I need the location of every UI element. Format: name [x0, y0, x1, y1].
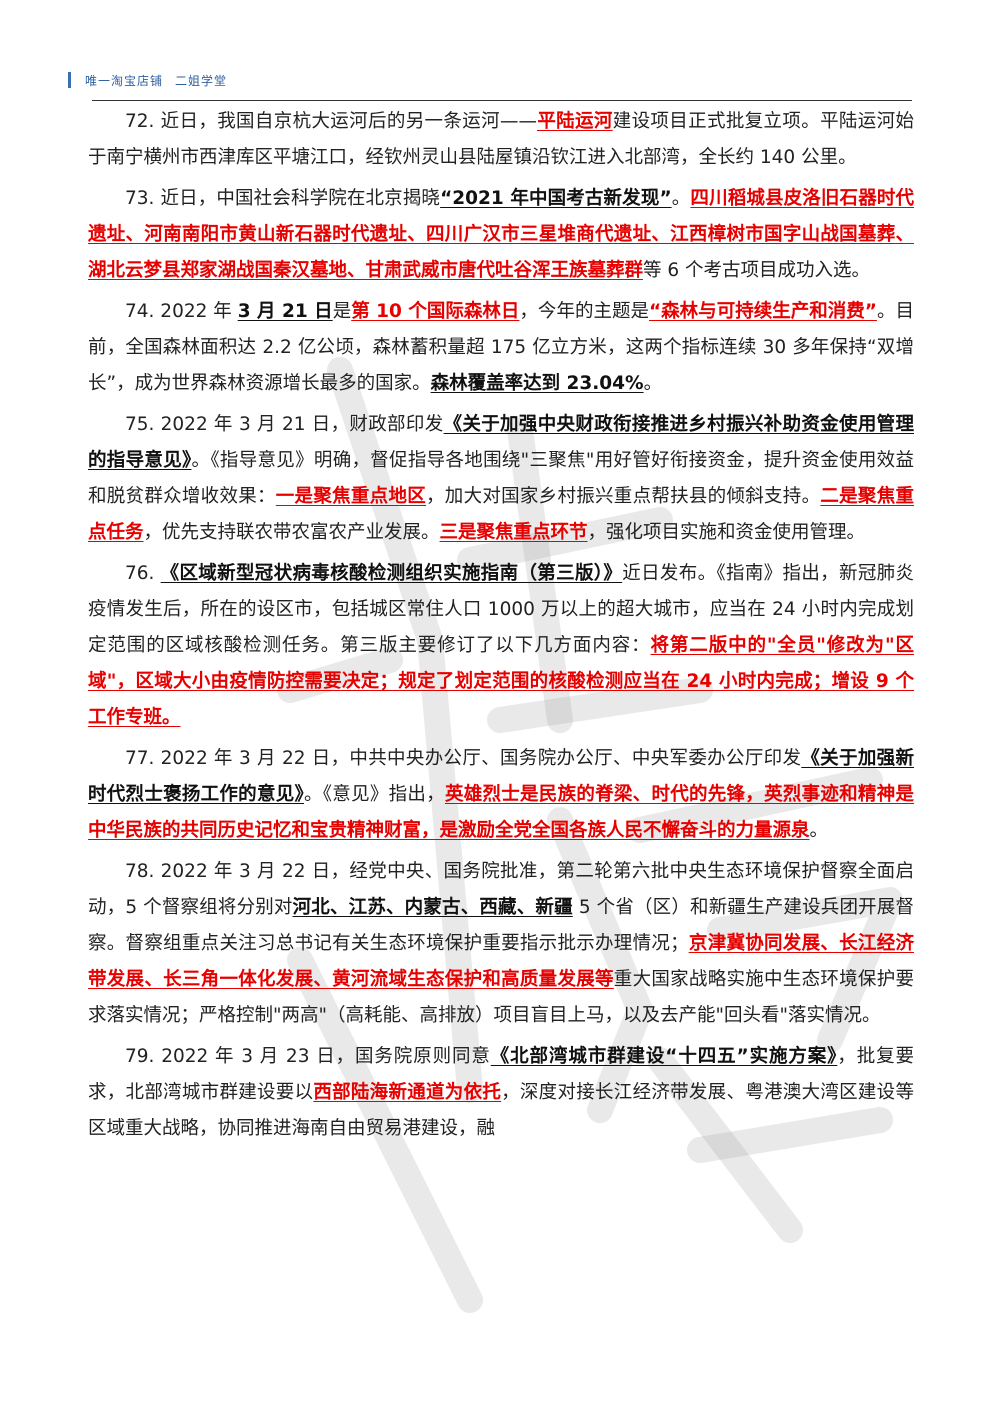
highlight-red-text: 英雄烈士是民族的脊梁、时代的先锋，英烈事迹和精神是中华民族的共同历史记忆和宝贵精…: [88, 784, 914, 841]
highlight-bold-text: 河北、江苏、内蒙古、西藏、新疆: [292, 897, 573, 918]
document-body: 72. 近日，我国自京杭大运河后的另一条运河——平陆运河建设项目正式批复立项。平…: [88, 104, 914, 1152]
highlight-red-text: 四川稻城县皮洛旧石器时代遗址、河南南阳市黄山新石器时代遗址、四川广汉市三星堆商代…: [88, 188, 914, 281]
header-divider: [92, 100, 912, 101]
body-text: 建设项目正式批复立项。平陆运河始于南宁横州市西津库区平塘江口，经钦州灵山县陆屋镇…: [88, 111, 914, 168]
body-text: 。《意见》指出，: [304, 784, 445, 805]
body-text: ，今年的主题是: [519, 301, 649, 322]
news-item-paragraph: 72. 近日，我国自京杭大运河后的另一条运河——平陆运河建设项目正式批复立项。平…: [88, 104, 914, 176]
body-text: 。目前，全国森林面积达 2.2 亿公顷，森林蓄积量超 175 亿立方米，这两个指…: [88, 301, 914, 394]
highlight-bold-text: 《区域新型冠状病毒核酸检测组织实施指南（第三版）》: [160, 563, 623, 584]
news-item-paragraph: 77. 2022 年 3 月 22 日，中共中央办公厅、国务院办公厅、中央军委办…: [88, 741, 914, 849]
header-text: 唯一淘宝店铺二姐学堂: [85, 72, 227, 89]
page-header: 唯一淘宝店铺二姐学堂: [68, 70, 227, 90]
body-text: 近日发布。《指南》指出，新冠肺炎疫情发生后，所在的设区市，包括城区常住人口 10…: [88, 563, 914, 656]
body-text: 重大国家战略实施中生态环境保护要求落实情况；严格控制"两高"（高耗能、高排放）项…: [88, 969, 914, 1026]
body-text: 77. 2022 年 3 月 22 日，中共中央办公厅、国务院办公厅、中央军委办…: [125, 748, 802, 769]
body-text: 75. 2022 年 3 月 21 日，财政部印发: [125, 414, 444, 435]
news-item-paragraph: 74. 2022 年 3 月 21 日是第 10 个国际森林日，今年的主题是“森…: [88, 294, 914, 402]
highlight-red-text: “森林与可持续生产和消费”: [649, 301, 877, 322]
body-text: 5 个省（区）和新疆生产建设兵团开展督察。督察组重点关注习总书记有关生态环境保护…: [88, 897, 914, 954]
news-item-paragraph: 76. 《区域新型冠状病毒核酸检测组织实施指南（第三版）》近日发布。《指南》指出…: [88, 556, 914, 736]
highlight-red-text: 二是聚焦重点任务: [88, 486, 914, 543]
highlight-bold-text: 森林覆盖率达到 23.04%: [430, 373, 644, 394]
body-text: 76.: [125, 563, 161, 584]
body-text: 。: [809, 820, 829, 841]
body-text: 等 6 个考古项目成功入选。: [643, 260, 871, 281]
body-text: 。: [643, 373, 663, 394]
highlight-red-text: 三是聚焦重点环节: [439, 522, 588, 543]
news-item-paragraph: 75. 2022 年 3 月 21 日，财政部印发《关于加强中央财政衔接推进乡村…: [88, 407, 914, 551]
body-text: 78. 2022 年 3 月 22 日，经党中央、国务院批准，第二轮第六批中央生…: [88, 861, 914, 918]
highlight-red-text: 第 10 个国际森林日: [351, 301, 520, 322]
highlight-bold-text: 3 月 21 日: [237, 301, 333, 322]
body-text: ，优先支持联农带农富农产业发展。: [143, 522, 440, 543]
highlight-red-text: 西部陆海新通道为依托: [313, 1082, 502, 1103]
highlight-bold-text: 《关于加强新时代烈士褒扬工作的意见》: [88, 748, 914, 805]
highlight-red-text: 一是聚焦重点地区: [275, 486, 427, 507]
body-text: 。《指导意见》明确，督促指导各地围绕"三聚焦"用好管好衔接资金，提升资金使用效益…: [88, 450, 914, 507]
header-accent-bar: [68, 72, 71, 88]
highlight-red-text: 平陆运河: [536, 111, 613, 132]
highlight-bold-text: “2021 年中国考古新发现”: [440, 188, 672, 209]
body-text: ，批复要求，北部湾城市群建设要以: [88, 1046, 914, 1103]
highlight-bold-text: 《北部湾城市群建设“十四五”实施方案》: [490, 1046, 838, 1067]
body-text: 74. 2022 年: [125, 301, 238, 322]
header-shop-name: 唯一淘宝店铺: [85, 73, 164, 88]
body-text: 是: [332, 301, 352, 322]
body-text: 79. 2022 年 3 月 23 日，国务院原则同意: [125, 1046, 491, 1067]
body-text: ，强化项目实施和资金使用管理。: [587, 522, 866, 543]
news-item-paragraph: 79. 2022 年 3 月 23 日，国务院原则同意《北部湾城市群建设“十四五…: [88, 1039, 914, 1147]
header-brand-name: 二姐学堂: [175, 73, 228, 88]
body-text: 。: [671, 188, 691, 209]
body-text: ，加大对国家乡村振兴重点帮扶县的倾斜支持。: [426, 486, 821, 507]
news-item-paragraph: 78. 2022 年 3 月 22 日，经党中央、国务院批准，第二轮第六批中央生…: [88, 854, 914, 1034]
news-item-paragraph: 73. 近日，中国社会科学院在北京揭晓“2021 年中国考古新发现”。四川稻城县…: [88, 181, 914, 289]
highlight-red-text: 京津冀协同发展、长江经济带发展、长三角一体化发展、黄河流域生态保护和高质量发展等: [88, 933, 914, 990]
body-text: ，深度对接长江经济带发展、粤港澳大湾区建设等区域重大战略，协同推进海南自由贸易港…: [88, 1082, 914, 1139]
body-text: 73. 近日，中国社会科学院在北京揭晓: [125, 188, 441, 209]
body-text: 72. 近日，我国自京杭大运河后的另一条运河——: [125, 111, 537, 132]
highlight-bold-text: 《关于加强中央财政衔接推进乡村振兴补助资金使用管理的指导意见》: [88, 414, 914, 471]
highlight-red-text: 将第二版中的"全员"修改为"区域"，区域大小由疫情防控需要决定；规定了划定范围的…: [88, 635, 914, 728]
